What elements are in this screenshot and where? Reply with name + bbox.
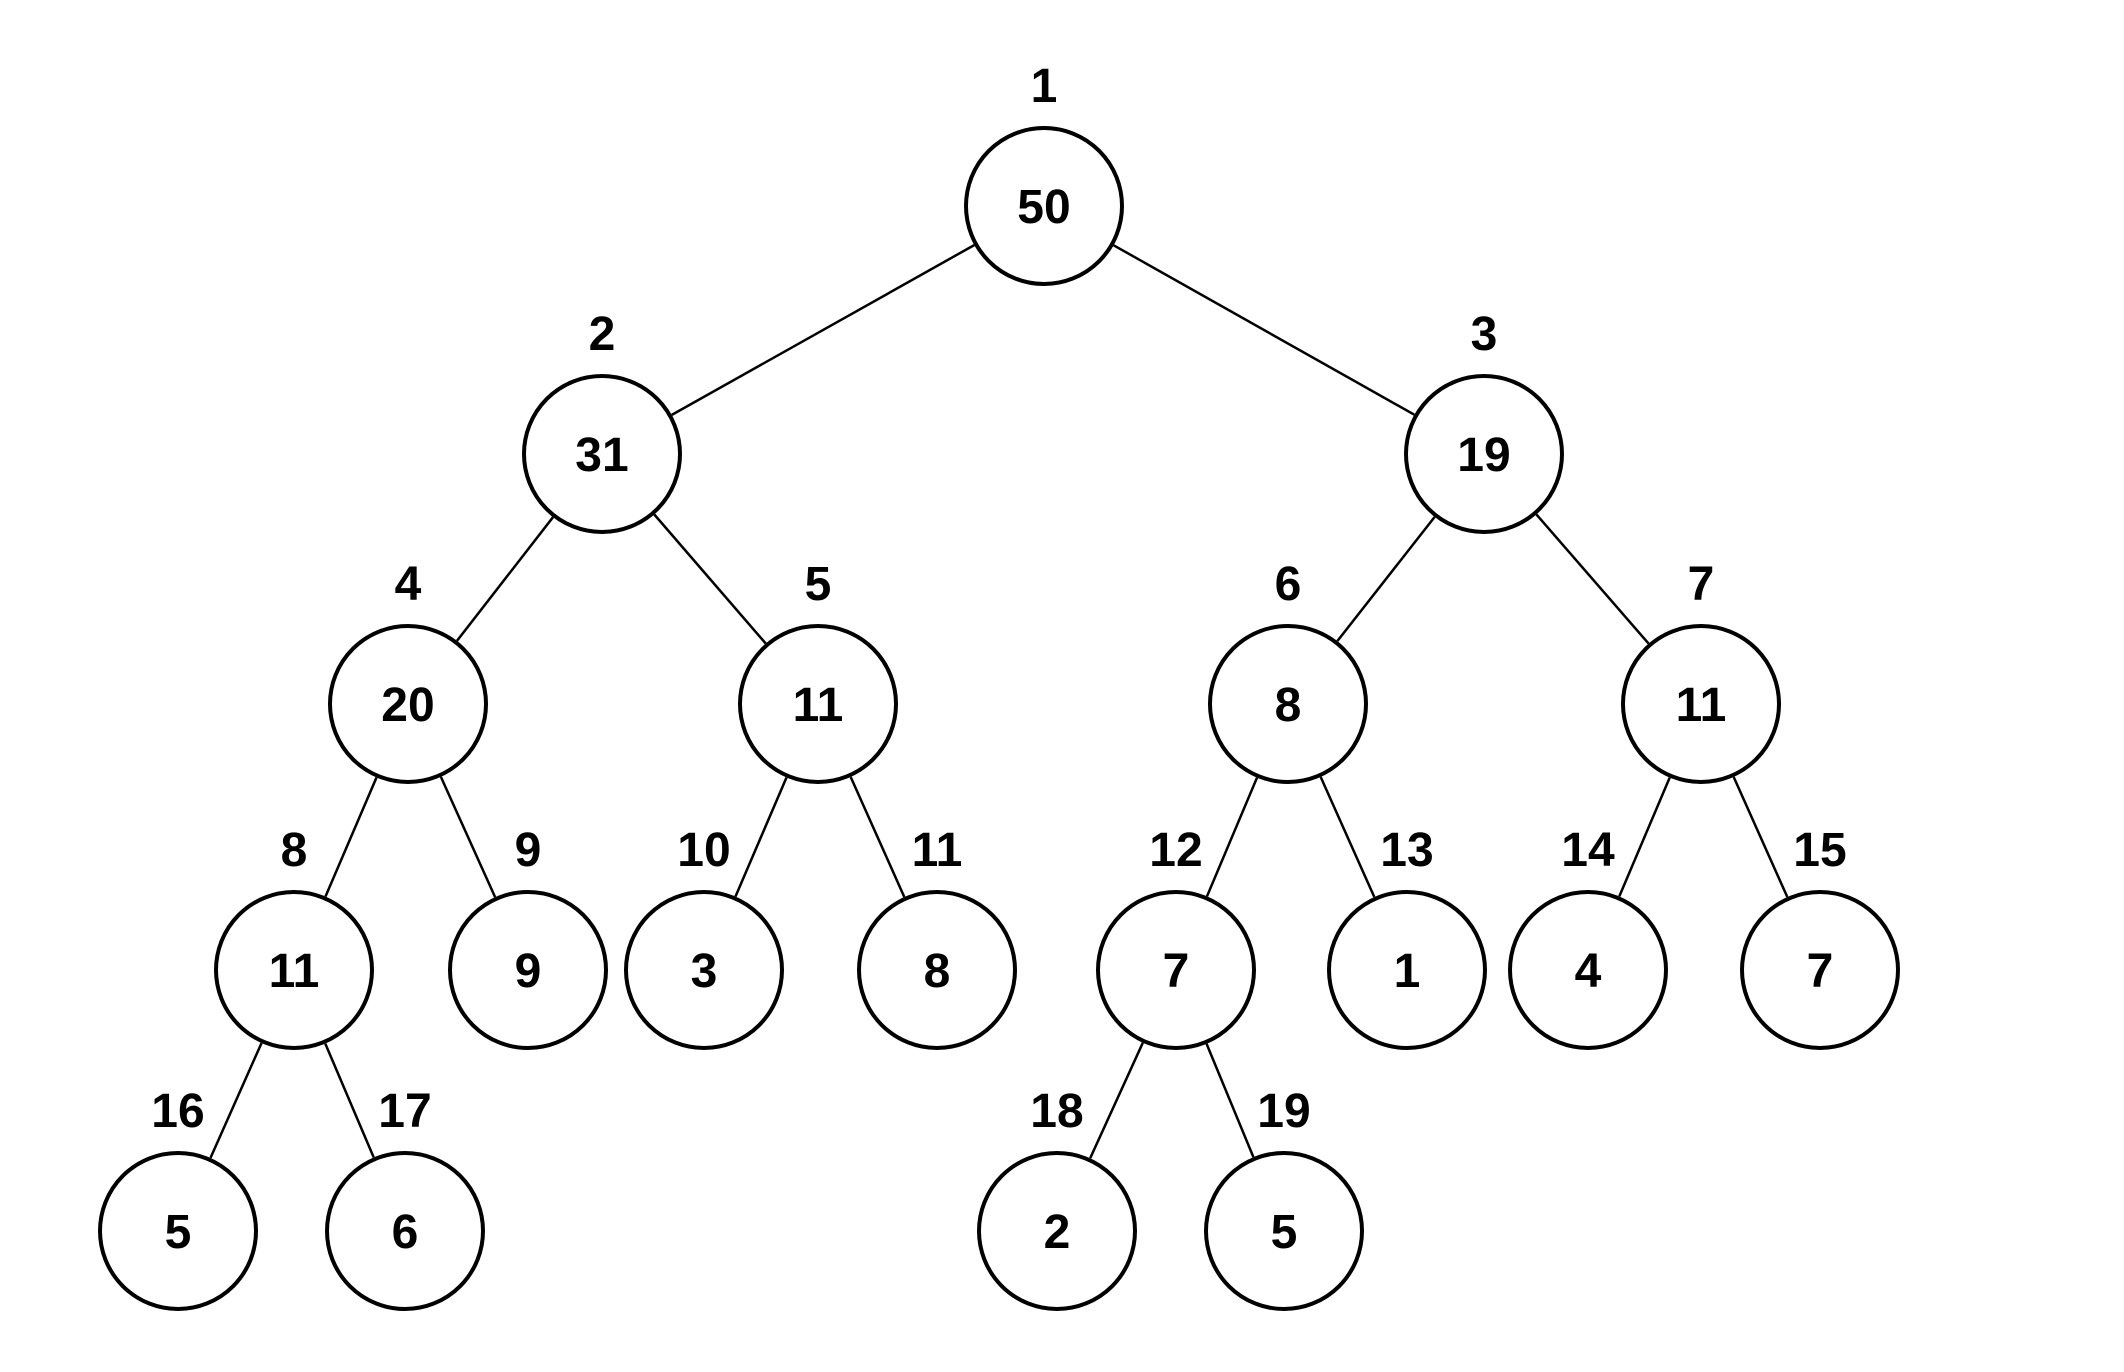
node-index-label-18: 18	[1030, 1085, 1083, 1138]
tree-edge-8-16	[209, 1042, 263, 1159]
tree-edge-8-17	[324, 1043, 375, 1158]
node-value-12: 7	[1163, 945, 1190, 998]
node-circle-13	[1327, 890, 1487, 1050]
tree-node-3: 19 3	[1404, 308, 1564, 534]
node-index-label-7: 7	[1688, 558, 1715, 611]
node-value-1: 50	[1017, 181, 1070, 234]
node-value-6: 8	[1275, 679, 1302, 732]
node-circle-3	[1404, 374, 1564, 534]
node-circle-7	[1621, 624, 1781, 784]
node-circle-18	[977, 1151, 1137, 1311]
tree-edge-1-2	[671, 244, 975, 416]
tree-node-10: 3 10	[624, 824, 784, 1050]
node-value-7: 11	[1676, 679, 1727, 732]
tree-edge-2-5	[653, 513, 767, 645]
tree-node-13: 1 13	[1327, 824, 1487, 1050]
tree-edge-7-14	[1618, 777, 1671, 897]
node-circle-12	[1096, 890, 1256, 1050]
tree-node-1: 50 1	[964, 60, 1124, 286]
node-value-17: 6	[392, 1206, 419, 1259]
node-index-label-4: 4	[395, 558, 422, 611]
node-index-label-11: 11	[912, 824, 963, 877]
node-circle-2	[522, 374, 682, 534]
tree-node-14: 4 14	[1508, 824, 1668, 1050]
tree-edge-6-13	[1319, 776, 1376, 898]
node-index-label-13: 13	[1380, 824, 1433, 877]
node-circle-6	[1208, 624, 1368, 784]
node-circle-1	[964, 126, 1124, 286]
tree-node-9: 99	[448, 824, 608, 1050]
node-index-label-1: 1	[1031, 60, 1058, 113]
tree-node-12: 7 12	[1096, 824, 1256, 1050]
node-index-label-8: 8	[281, 824, 308, 877]
tree-node-6: 86	[1208, 558, 1368, 784]
node-circle-8	[214, 890, 374, 1050]
node-value-15: 7	[1807, 945, 1834, 998]
node-index-label-9: 9	[515, 824, 542, 877]
node-value-13: 1	[1394, 945, 1421, 998]
node-index-label-6: 6	[1275, 558, 1302, 611]
tree-edge-12-19	[1205, 1043, 1255, 1158]
node-value-9: 9	[515, 945, 542, 998]
node-value-8: 11	[269, 945, 320, 998]
node-circle-14	[1508, 890, 1668, 1050]
node-circle-9	[448, 890, 608, 1050]
tree-edge-7-15	[1732, 776, 1789, 898]
node-circle-16	[98, 1151, 258, 1311]
node-index-label-15: 15	[1793, 824, 1846, 877]
tree-edge-4-9	[439, 776, 497, 898]
node-index-label-10: 10	[677, 824, 730, 877]
node-circle-15	[1740, 890, 1900, 1050]
tree-edge-5-11	[849, 776, 906, 898]
node-value-10: 3	[691, 945, 718, 998]
tree-edge-2-4	[456, 516, 554, 642]
node-index-label-5: 5	[805, 558, 832, 611]
tree-node-17: 6 17	[325, 1085, 485, 1311]
node-value-11: 8	[924, 945, 951, 998]
node-index-label-3: 3	[1471, 308, 1498, 361]
node-index-label-17: 17	[378, 1085, 431, 1138]
node-value-3: 19	[1457, 429, 1510, 482]
node-circle-5	[738, 624, 898, 784]
node-value-19: 5	[1271, 1206, 1298, 1259]
tree-node-2: 31 2	[522, 308, 682, 534]
tree-edge-3-7	[1535, 513, 1650, 645]
tree-node-18: 2 18	[977, 1085, 1137, 1311]
node-index-label-14: 14	[1561, 824, 1615, 877]
tree-node-4: 20 4	[328, 558, 488, 784]
tree-node-16: 5 16	[98, 1085, 258, 1311]
node-value-4: 20	[381, 679, 434, 732]
tree-node-19: 5 19	[1204, 1085, 1364, 1311]
tree-edge-6-12	[1205, 777, 1259, 897]
node-circle-11	[857, 890, 1017, 1050]
tree-edge-12-18	[1089, 1042, 1144, 1159]
node-circle-17	[325, 1151, 485, 1311]
tree-node-8: 11 8	[214, 824, 374, 1050]
tree-node-15: 7 15	[1740, 824, 1900, 1050]
tree-edge-4-8	[324, 777, 378, 897]
node-circle-19	[1204, 1151, 1364, 1311]
node-circle-4	[328, 624, 488, 784]
tree-node-5: 11 5	[738, 558, 898, 784]
node-value-14: 4	[1575, 945, 1602, 998]
node-index-label-19: 19	[1257, 1085, 1310, 1138]
tree-edge-3-6	[1336, 516, 1436, 642]
node-circle-10	[624, 890, 784, 1050]
tree-node-7: 11 7	[1621, 558, 1781, 784]
tree-edge-1-3	[1113, 244, 1415, 416]
node-index-label-2: 2	[589, 308, 616, 361]
node-index-label-12: 12	[1149, 824, 1202, 877]
node-value-5: 11	[793, 679, 844, 732]
node-value-2: 31	[575, 429, 628, 482]
tree-node-11: 8 11	[857, 824, 1017, 1050]
tree-edge-5-10	[734, 777, 788, 897]
node-index-label-16: 16	[151, 1085, 204, 1138]
node-value-16: 5	[165, 1206, 192, 1259]
node-value-18: 2	[1044, 1206, 1071, 1259]
